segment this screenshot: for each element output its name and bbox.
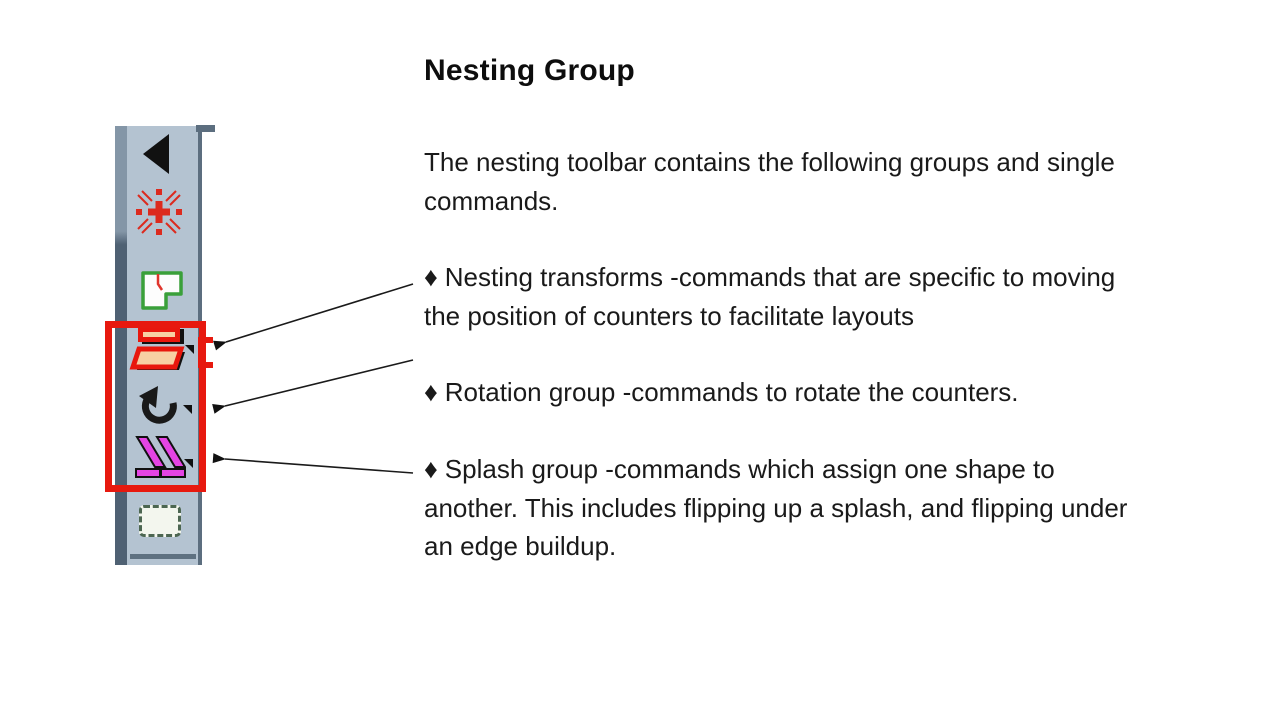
toolbar-grip-strip[interactable] [115,126,127,565]
splash-group-button[interactable] [134,436,187,487]
selection-marquee-button[interactable] [139,505,181,537]
page-title: Nesting Group [424,54,635,87]
nesting-transforms-flyout-arrow-icon[interactable] [185,341,194,354]
arrow-to-nesting-transforms [213,283,414,351]
bullet-text: Rotation group -commands to rotate the c… [444,377,1019,407]
shape-outline-icon [141,271,183,310]
explode-parts-button[interactable] [134,187,184,242]
rotation-flyout-arrow-icon[interactable] [183,401,192,414]
nesting-transforms-icon [129,327,185,370]
collapse-toolbar-button[interactable] [143,134,169,179]
splash-flyout-arrow-icon[interactable] [184,455,193,468]
bullet-diamond-icon: ♦ [424,262,438,292]
highlight-box [105,321,206,492]
bullet-diamond-icon: ♦ [424,454,438,484]
arrow-to-rotation-group [212,359,414,414]
bullet-splash-group: ♦Splash group -commands which assign one… [424,450,1144,566]
red-ibeam-marker [198,337,214,373]
toolbar-top-tab [196,125,215,132]
bullet-rotation-group: ♦Rotation group -commands to rotate the … [424,373,1144,412]
bullet-text: Nesting transforms -commands that are sp… [424,262,1116,331]
shape-outline-button[interactable] [137,268,187,318]
splash-icon [135,436,187,478]
bullet-diamond-icon: ♦ [424,377,438,407]
bullet-nesting-transforms: ♦Nesting transforms -commands that are s… [424,258,1144,335]
bullet-text: Splash group -commands which assign one … [424,454,1128,561]
rotate-ccw-icon [139,386,177,424]
explode-parts-icon [136,189,182,235]
arrow-to-splash-group [212,453,414,474]
intro-paragraph: The nesting toolbar contains the followi… [424,147,1115,216]
toolbar-handle[interactable] [130,554,196,559]
rotation-group-button[interactable] [137,383,181,432]
nesting-transforms-button[interactable] [127,326,185,377]
collapse-left-arrow-icon [143,134,169,174]
